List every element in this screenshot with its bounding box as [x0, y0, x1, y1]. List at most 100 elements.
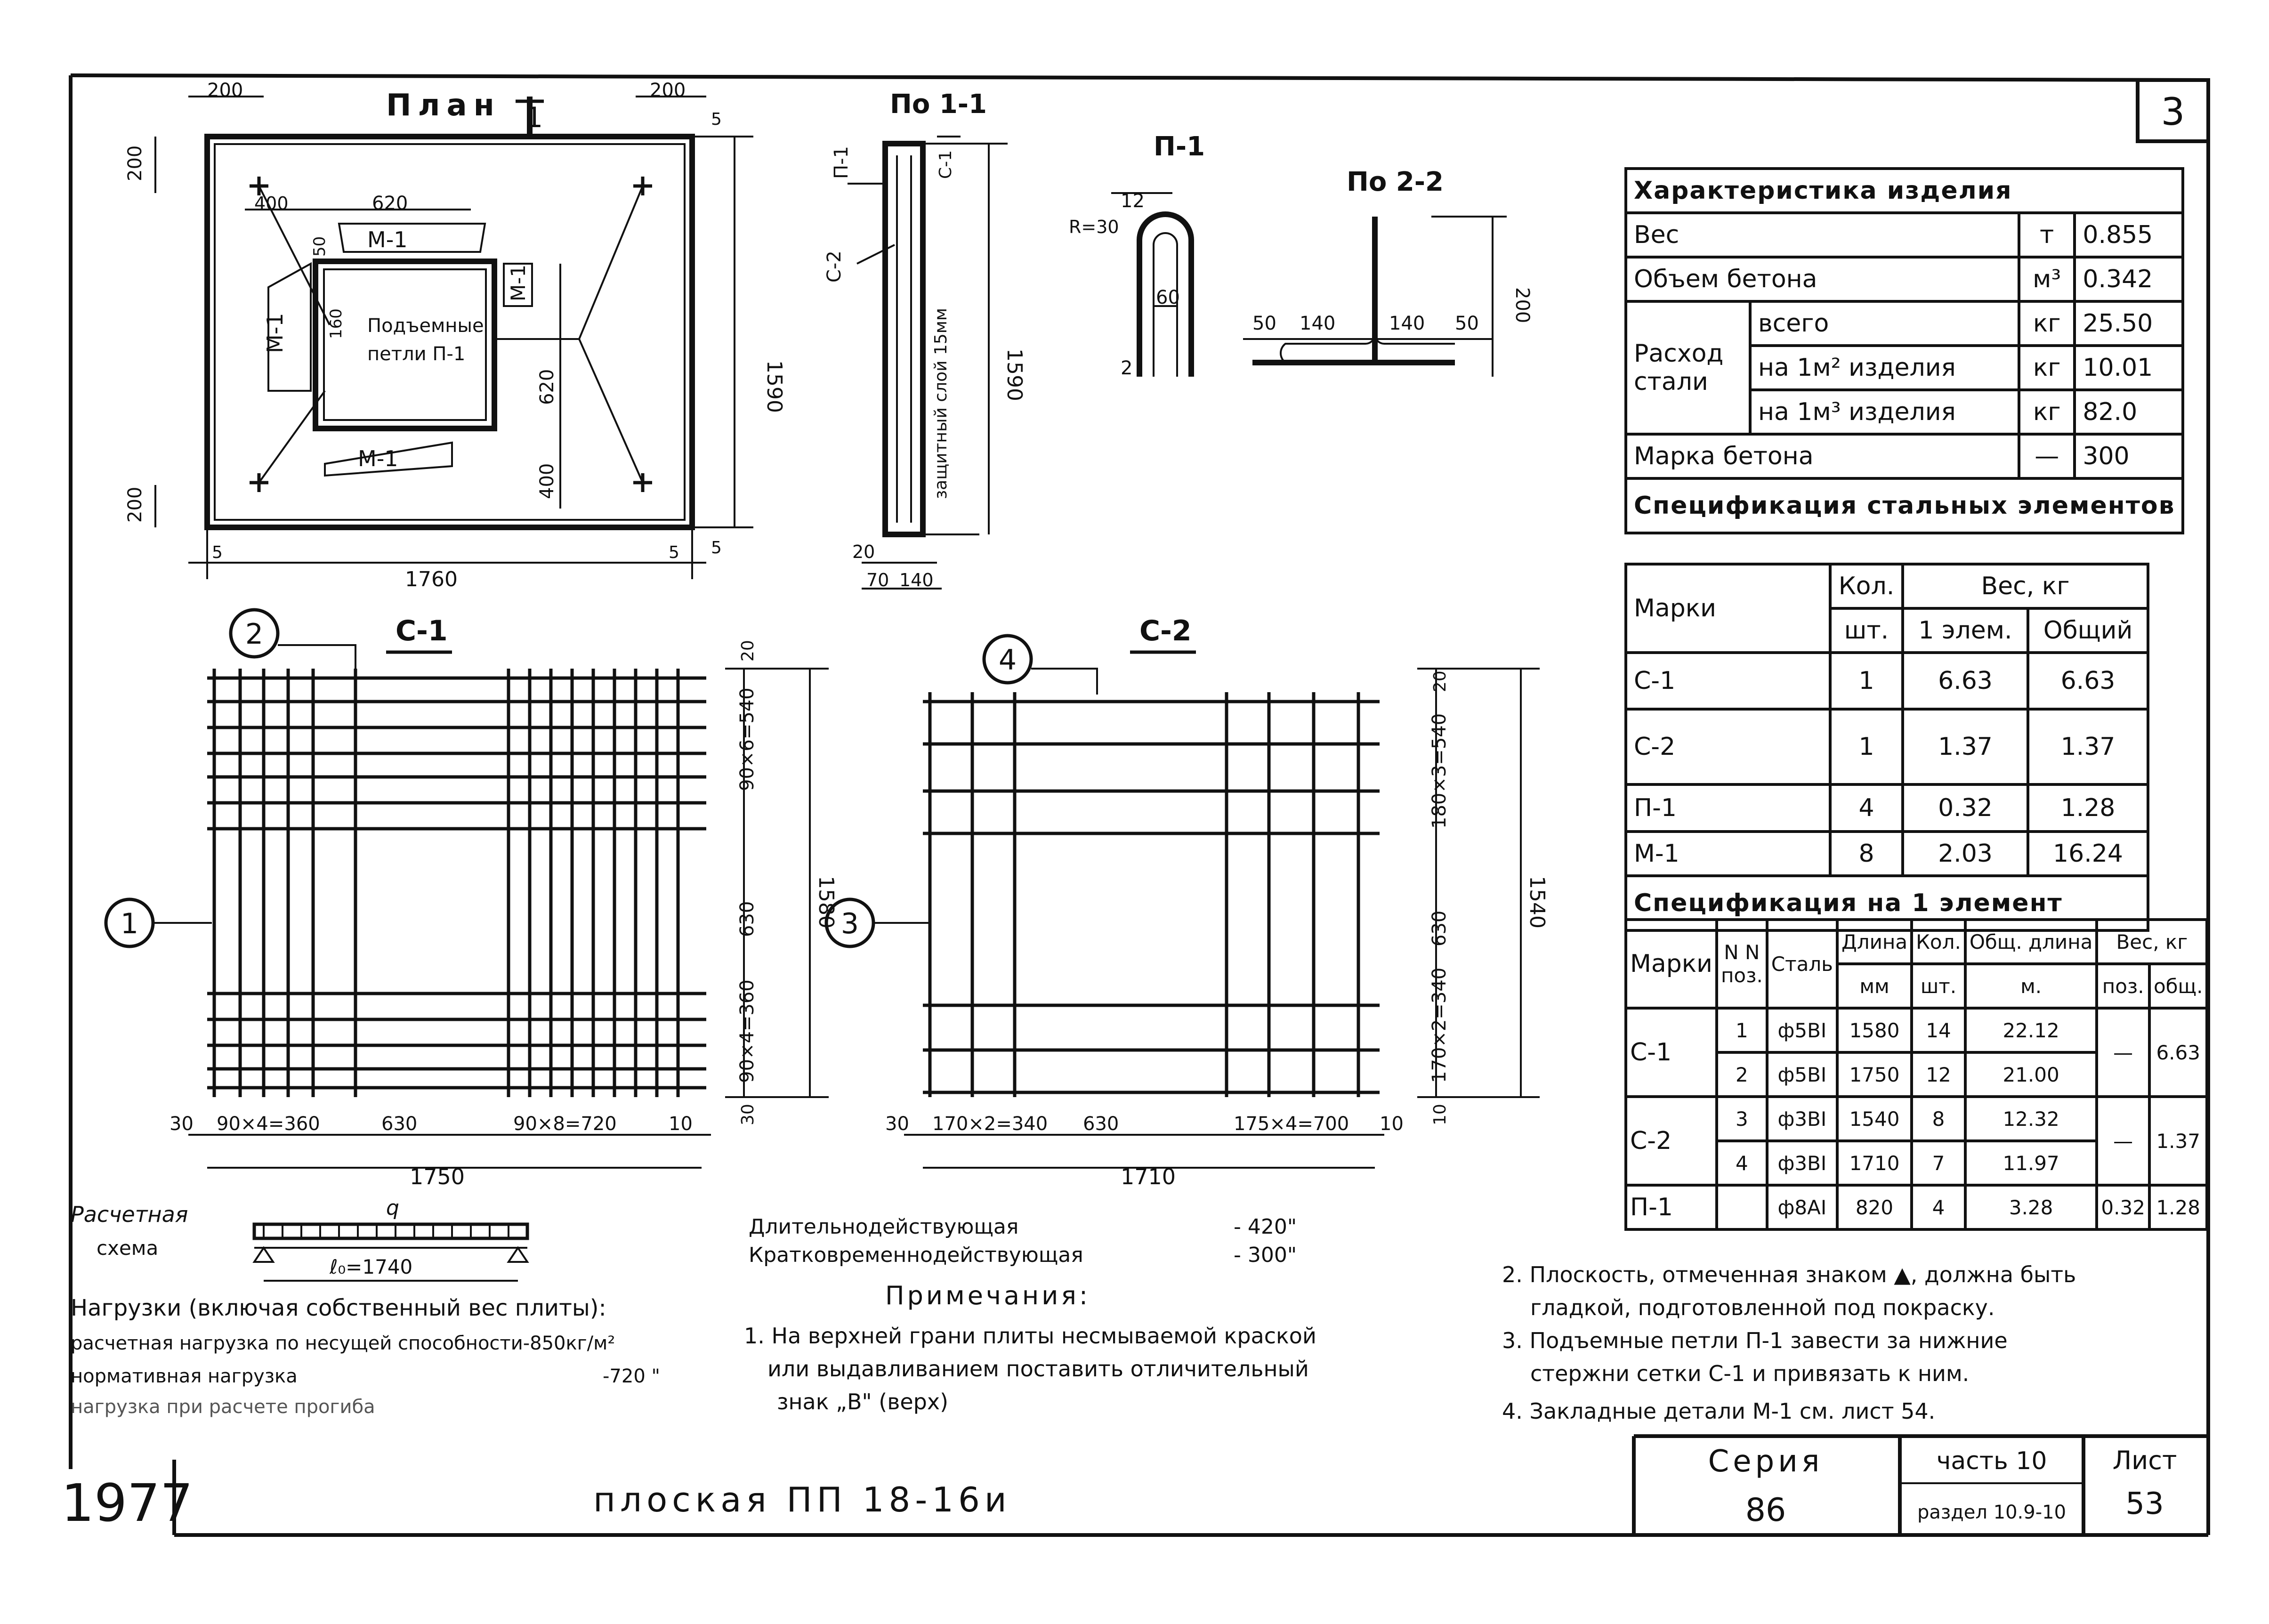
el-spec-h-len-unit: мм	[1835, 962, 1914, 1010]
mesh-c1-dim-b4: 10	[669, 1113, 693, 1135]
mesh-c2-dim-b1: 170×2=340	[932, 1113, 1048, 1135]
title-block: Серия 86 часть 10 раздел 10.9-10 Лист 53…	[61, 1434, 2208, 1535]
loads-line-1: расчетная нагрузка по несущей способност…	[71, 1333, 615, 1354]
plan-m1-label-top: М-1	[367, 227, 408, 252]
plan-dim-inner-400-bot: 400	[536, 463, 558, 499]
el-spec-len: 1580	[1835, 1007, 1914, 1054]
section-1-1-dim-140: 140	[899, 570, 934, 590]
el-spec-tlen: 21.00	[1963, 1051, 2099, 1098]
mesh-c2-dim-r0: 20	[1430, 671, 1450, 692]
loads-short: Кратковременнодействующая	[749, 1243, 1083, 1267]
el-spec-steel: ф3BI	[1765, 1095, 1839, 1142]
steel-spec-title: Спецификация стальных элементов	[1624, 477, 2185, 534]
mesh-c1-dim-r2: 630	[736, 901, 758, 937]
title-block-series: 86	[1745, 1492, 1786, 1529]
note-1-line-3: знак „B" (верх)	[777, 1389, 949, 1414]
plan-loops-label-1: Подъемные	[367, 315, 484, 337]
title-block-sheet-label: Лист	[2113, 1446, 2177, 1475]
section-2-2-view: По 2-2 50 140 140 50 200	[1243, 167, 1533, 377]
mesh-c2-dim-b2: 630	[1083, 1113, 1119, 1135]
section-1-1-title: По 1-1	[890, 89, 987, 120]
plan-dim-edge-br: 5	[669, 543, 679, 562]
steel-spec-row-total: 6.63	[2026, 651, 2150, 711]
title-block-name: плоская ПП 18-16и	[593, 1480, 1011, 1519]
mesh-c2-total-bottom: 1710	[1121, 1164, 1176, 1189]
mesh-c1-dim-b1: 90×4=360	[217, 1113, 320, 1135]
title-block-sheet: 53	[2125, 1487, 2164, 1521]
mesh-c2-dim-r2: 630	[1429, 911, 1450, 946]
char-steel-m3-unit: кг	[2017, 388, 2076, 436]
notes-title: Примечания:	[885, 1281, 1091, 1310]
el-spec-steel: ф5BI	[1765, 1051, 1839, 1098]
char-steel-total-name: всего	[1749, 300, 2020, 347]
note-1-line-2: или выдавливанием поставить отличительны…	[767, 1356, 1309, 1382]
steel-spec-row-one: 6.63	[1901, 651, 2029, 711]
plan-dim-edge-bl: 5	[212, 543, 223, 562]
loads-short-value: - 300"	[1234, 1243, 1297, 1267]
el-spec-h-tlen: Общ. длина	[1963, 918, 2099, 965]
char-weight-value: 0.855	[2073, 211, 2185, 259]
mesh-c1-dim-r0: 20	[738, 640, 758, 662]
char-steel-m2-value: 10.01	[2073, 344, 2185, 391]
loop-p1-dim-r: R=30	[1069, 217, 1119, 237]
note-2-line-1: 2. Плоскость, отмеченная знаком ▲, должн…	[1502, 1262, 2076, 1287]
steel-spec-table: Марки Кол. Вес, кг шт. 1 элем. Общий С-1…	[1624, 563, 2150, 932]
mesh-c1-dim-b0: 30	[170, 1113, 194, 1135]
el-spec-h-weight: Вес, кг	[2095, 918, 2209, 965]
loop-p1-dim-60: 60	[1156, 287, 1180, 308]
title-block-section: раздел 10.9-10	[1917, 1502, 2066, 1523]
el-spec-h-qty: Кол.	[1910, 918, 1967, 965]
loads-long: Длительнодействующая	[749, 1215, 1019, 1239]
mesh-c2-view: С-2 4 3	[824, 614, 1549, 1189]
el-spec-h-tlen-unit: м.	[1963, 962, 2099, 1010]
characteristics-table: Характеристика изделия Вес т 0.855 Объем…	[1624, 167, 2185, 534]
el-spec-pos: 3	[1715, 1095, 1768, 1142]
mesh-c1-dim-r3: 90×4=360	[736, 979, 758, 1083]
el-spec-len: 1750	[1835, 1051, 1914, 1098]
element-spec-title: Спецификация на 1 элемент	[1624, 874, 2149, 932]
section-1-1-label-s2: С-2	[824, 250, 845, 283]
el-spec-pos: 1	[1715, 1007, 1768, 1054]
plan-dim-edge-top: 5	[711, 110, 722, 129]
el-spec-qty: 8	[1910, 1095, 1967, 1142]
plan-title: План	[386, 88, 501, 123]
char-steel-total-unit: кг	[2017, 300, 2076, 347]
char-weight-name: Вес	[1624, 211, 2020, 259]
sheet-number-box: 3	[2136, 78, 2210, 143]
section-1-1-view: По 1-1 П-1 С-2 С-1 защитный слой 15мм 15…	[824, 89, 1026, 590]
section-2-2-dim-c: 140	[1389, 313, 1425, 334]
mesh-c2-dim-b0: 30	[885, 1113, 909, 1135]
loads-line-3: нагрузка при расчете прогиба	[71, 1396, 375, 1418]
char-weight-unit: т	[2017, 211, 2076, 259]
steel-spec-row-one: 1.37	[1901, 708, 2029, 786]
char-steel-m2-unit: кг	[2017, 344, 2076, 391]
el-spec-wpos: —	[2095, 1007, 2151, 1098]
steel-spec-row-qty: 1	[1829, 651, 1904, 711]
mesh-c2-pos-vertical: 4	[999, 644, 1017, 677]
el-spec-mark: П-1	[1624, 1184, 1718, 1231]
steel-spec-row-qty: 8	[1829, 830, 1904, 877]
calc-scheme-q: q	[386, 1196, 399, 1220]
mesh-c2-pos-horizontal: 3	[841, 907, 859, 940]
loop-p1-view: П-1 12 R=30 60 2	[1069, 131, 1205, 379]
steel-spec-h-one: 1 элем.	[1901, 607, 2029, 654]
el-spec-len: 820	[1835, 1184, 1914, 1231]
plan-dim-inner-50: 50	[310, 236, 329, 257]
mesh-c1-dim-r4: 30	[738, 1104, 758, 1125]
steel-spec-row-total: 1.37	[2026, 708, 2150, 786]
steel-spec-row-mark: М-1	[1624, 830, 1832, 877]
plan-m1-label-right: М-1	[507, 265, 530, 301]
steel-spec-h-weight: Вес, кг	[1901, 563, 2149, 610]
steel-spec-h-qty-unit: шт.	[1829, 607, 1904, 654]
loop-p1-dim-12: 12	[1121, 190, 1145, 212]
el-spec-len: 1540	[1835, 1095, 1914, 1142]
steel-spec-row-mark: П-1	[1624, 783, 1832, 833]
mesh-c1-view: С-1 2 1	[104, 608, 838, 1189]
sheet-number-text: 3	[2161, 90, 2185, 134]
title-block-year: 1977	[61, 1473, 193, 1533]
el-spec-wtot: 1.28	[2148, 1184, 2209, 1231]
el-spec-tlen: 11.97	[1963, 1139, 2099, 1187]
element-spec-table: Марки N N поз. Сталь Длина Кол. Общ. дли…	[1624, 918, 2209, 1231]
el-spec-steel: ф3BI	[1765, 1139, 1839, 1187]
char-volume-name: Объем бетона	[1624, 256, 2020, 303]
